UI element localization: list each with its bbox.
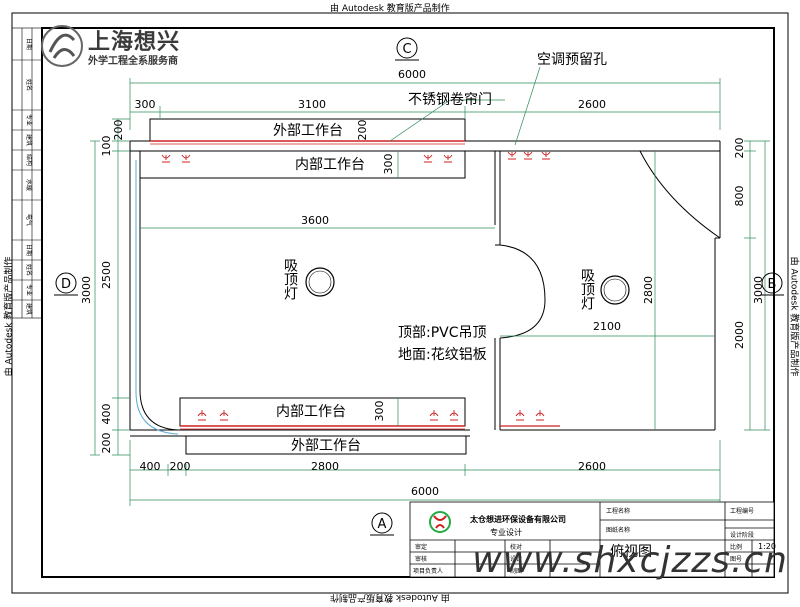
ceiling-light-right-symbol (600, 275, 630, 305)
dim-bottom-d: 2600 (578, 460, 606, 473)
tb-company: 太仓想进环保设备有限公司 (469, 514, 566, 524)
dim-top-a: 300 (135, 98, 156, 111)
tb-review: 校对 (510, 543, 522, 551)
dim-top-total: 6000 (398, 68, 426, 81)
room-labels: 外部工作台 内部工作台 内部工作台 外部工作台 不锈钢卷帘门 空调预留孔 顶部:… (273, 52, 607, 454)
dim-bottom-b: 200 (170, 460, 191, 473)
left-table-cell: 结构 (25, 154, 32, 167)
tb-drawing-name: 俯视图 (610, 544, 652, 560)
dim-right-a: 200 (733, 138, 746, 159)
outlets-top (161, 151, 551, 163)
brand-title: 上海想兴 (88, 30, 181, 55)
tb-draw: 制图 (510, 567, 522, 575)
tb-subtitle: 专业设计 (490, 527, 522, 537)
dim-left-c: 2500 (100, 261, 113, 289)
left-table-cell: 姓名 (25, 79, 32, 92)
axis-bottom: A (378, 517, 387, 532)
dim-counter-300-top: 300 (382, 154, 395, 175)
dim-top-c: 2600 (578, 98, 606, 111)
dim-left-e: 200 (100, 433, 113, 454)
axis-markers (54, 37, 784, 536)
tb-phase-label: 设计阶段 (730, 531, 754, 539)
inner-counter-top (139, 150, 466, 179)
axis-top: C (402, 42, 411, 57)
tb-sheet-label: 图号 (730, 556, 742, 563)
site-watermark: www.shxcjzzs.cn (472, 540, 788, 581)
title-block (409, 501, 775, 578)
label-ceiling-light-right: 吸顶灯 (579, 268, 595, 311)
outlets-bottom (197, 410, 545, 421)
left-table-cell: 日期 (25, 38, 32, 51)
dim-counter-300-bottom: 300 (373, 401, 386, 422)
label-outer-counter-bottom: 外部工作台 (291, 438, 361, 454)
label-shutter: 不锈钢卷帘门 (408, 92, 492, 108)
dim-left-total: 3000 (80, 276, 93, 304)
dim-right-b: 800 (733, 186, 746, 207)
leader-lines (389, 66, 541, 146)
left-table-cell: 专业 (25, 284, 32, 297)
tb-drawing-label: 图纸名称 (606, 526, 630, 534)
tb-number-label: 工程编号 (730, 507, 754, 515)
label-inner-counter-top: 内部工作台 (295, 157, 365, 173)
left-table-cell: 姓名 (25, 264, 32, 277)
tb-check: 审核 (415, 555, 427, 563)
ceiling-light-left-symbol (305, 267, 335, 297)
tb-design: 设计 (510, 555, 522, 563)
dim-bottom-c: 2800 (311, 460, 339, 473)
dim-right-c: 2000 (733, 321, 746, 349)
axis-right: B (768, 277, 777, 292)
left-table-cell: 建筑 (25, 134, 32, 147)
dim-inner-2100: 2100 (593, 320, 621, 333)
dim-inner-2800: 2800 (642, 276, 655, 304)
label-ceiling-light-left: 吸顶灯 (282, 258, 298, 301)
outer-counter-bottom (185, 435, 467, 455)
axis-letters: C D B A (61, 42, 776, 532)
tb-lead: 项目负责人 (413, 567, 443, 575)
left-edge-detail (135, 160, 179, 435)
left-table-cell: 电气 (25, 214, 32, 227)
tb-scale-value: 1:20 (758, 542, 776, 551)
left-table-cell: 水暖 (25, 179, 32, 192)
brand-logo: 上海想兴 外学工程全系服务商 (40, 22, 180, 72)
dim-top-b: 3100 (298, 98, 326, 111)
walls (129, 140, 721, 437)
tb-project-label: 工程名称 (606, 507, 630, 515)
label-floor-note: 地面:花纹铝板 (398, 347, 487, 363)
label-ceiling-note: 顶部:PVC吊顶 (398, 325, 487, 341)
dimension-lines (90, 78, 770, 506)
left-table-cell: 专业 (25, 114, 32, 127)
dim-left-a: 200 (112, 120, 125, 141)
brand-logo-icon (41, 25, 83, 67)
dim-counter-200: 200 (356, 120, 369, 141)
company-logo-icon (429, 511, 451, 533)
dim-inner-3600: 3600 (301, 214, 329, 227)
dimension-texts: 6000 300 3100 2600 6000 400 200 2800 260… (80, 68, 765, 498)
brand-subtitle: 外学工程全系服务商 (88, 56, 178, 67)
left-revision-table (11, 27, 43, 319)
label-ac-hole: 空调预留孔 (537, 52, 607, 68)
left-table-cell: 日期 (25, 244, 32, 257)
title-block-texts: 太仓想进环保设备有限公司 专业设计 工程名称 图纸名称 俯视图 工程编号 设计阶… (413, 507, 776, 575)
edge-note-top: 由 Autodesk 教育版产品制作 (330, 4, 450, 14)
dim-bottom-a: 400 (140, 460, 161, 473)
axis-left: D (61, 277, 71, 292)
left-table-cell: 建筑 (25, 303, 32, 316)
dim-bottom-total: 6000 (411, 485, 439, 498)
dim-left-b: 100 (100, 136, 113, 157)
tb-scale-label: 比例 (730, 543, 742, 551)
label-outer-counter-top: 外部工作台 (273, 123, 343, 139)
label-inner-counter-bottom: 内部工作台 (276, 404, 346, 420)
tb-approve: 审定 (415, 543, 427, 551)
dim-right-total: 3000 (752, 276, 765, 304)
dim-left-d: 400 (100, 404, 113, 425)
